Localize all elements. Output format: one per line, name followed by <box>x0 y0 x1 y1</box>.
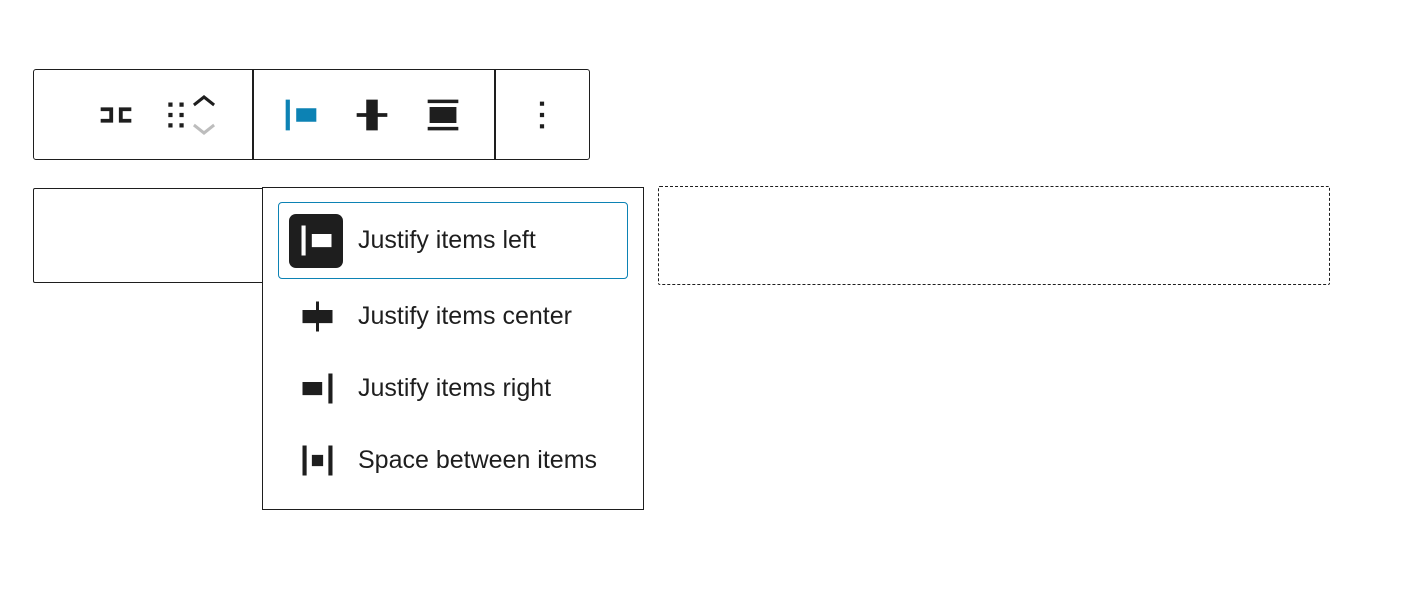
justification-dropdown-button[interactable] <box>278 70 324 159</box>
menu-item-label: Justify items left <box>358 226 536 254</box>
block-movers <box>180 70 228 159</box>
align-center-vertical-icon <box>349 92 395 138</box>
menu-item-space-between[interactable]: Space between items <box>263 424 643 496</box>
toolbar-separator <box>494 69 496 160</box>
row-block-icon <box>93 92 139 138</box>
move-up-button[interactable] <box>180 75 228 115</box>
block-switcher-button[interactable] <box>93 70 139 159</box>
menu-item-label: Justify items center <box>358 301 572 330</box>
vertical-align-middle-button[interactable] <box>349 70 395 159</box>
menu-item-label: Space between items <box>358 445 598 474</box>
menu-item-justify-center[interactable]: Justify items center <box>263 280 643 352</box>
justify-left-icon <box>278 92 324 138</box>
vertical-stretch-button[interactable] <box>420 70 466 159</box>
menu-item-justify-left[interactable]: Justify items left <box>278 202 628 279</box>
chevron-down-icon <box>180 123 228 158</box>
chevron-up-icon <box>180 94 228 118</box>
block-toolbar <box>33 69 590 160</box>
space-between-icon <box>293 436 341 484</box>
justify-center-icon <box>293 292 341 340</box>
menu-item-justify-right[interactable]: Justify items right <box>263 352 643 424</box>
toolbar-separator <box>252 69 254 160</box>
move-down-button[interactable] <box>180 115 228 155</box>
stretch-vertical-icon <box>420 92 466 138</box>
options-button[interactable] <box>519 70 565 159</box>
menu-item-label: Justify items right <box>358 373 552 402</box>
drag-handle-icon <box>153 92 199 138</box>
drag-handle-button[interactable] <box>153 70 199 159</box>
more-vertical-icon <box>519 92 565 138</box>
justify-left-icon <box>289 213 343 268</box>
justification-menu-popover: Justify items left Justify items center … <box>262 187 644 510</box>
block-placeholder-dropzone[interactable] <box>658 186 1330 285</box>
justify-right-icon <box>293 364 341 412</box>
